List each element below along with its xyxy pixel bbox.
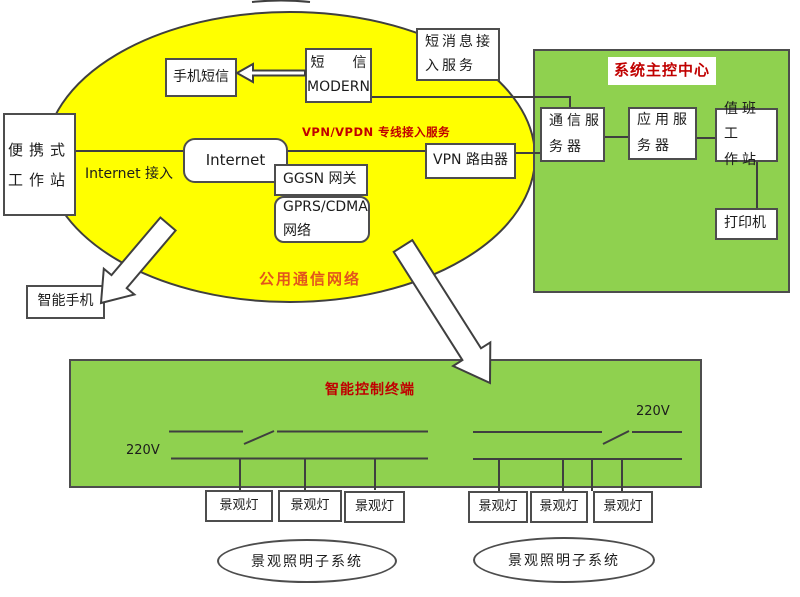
sms-phone-box: 手机短信 — [165, 58, 237, 97]
smartphone-box: 智能手机 — [26, 285, 105, 319]
internet-node: Internet — [183, 138, 288, 183]
lamp-box-4: 景观灯 — [468, 491, 528, 523]
lamp-box-6: 景观灯 — [593, 491, 653, 523]
sms-modem-box: 短 信 MODERN — [305, 48, 372, 103]
lamp-box-1: 景观灯 — [205, 490, 273, 522]
lighting-subsystem-ellipse-left: 景观照明子系统 — [217, 539, 397, 583]
terminal-panel-title: 智能控制终端 — [325, 382, 415, 398]
printer-box: 打印机 — [715, 208, 778, 240]
sms-access-service-box: 短消息接 入服务 — [416, 28, 500, 81]
voltage-label-left: 220V — [126, 443, 160, 458]
lamp-box-2: 景观灯 — [278, 490, 342, 522]
vpn-router-box: VPN 路由器 — [425, 143, 516, 179]
control-center-panel — [533, 49, 790, 293]
cropped-shape-top-edge — [251, 0, 311, 3]
control-center-title: 系统主控中心 — [608, 57, 716, 85]
vpn-line-service-label: VPN/VPDN 专线接入服务 — [302, 125, 451, 139]
comm-server-box: 通信服 务器 — [540, 107, 605, 162]
lighting-subsystem-ellipse-right: 景观照明子系统 — [473, 537, 655, 583]
voltage-label-right: 220V — [636, 404, 670, 419]
app-server-box: 应用服 务器 — [628, 107, 697, 160]
internet-access-label: Internet 接入 — [85, 166, 174, 182]
public-network-label: 公用通信网络 — [259, 270, 362, 288]
lamp-box-5: 景观灯 — [530, 491, 588, 523]
duty-workstation-box: 值班工 作站 — [715, 101, 778, 168]
lamp-box-3: 景观灯 — [344, 491, 405, 523]
ggsn-gateway-box: GGSN 网关 — [274, 164, 368, 196]
gprs-network-box: GPRS/CDMA 网络 — [274, 196, 370, 243]
portable-workstation-box: 便携式 工作站 — [3, 113, 76, 216]
